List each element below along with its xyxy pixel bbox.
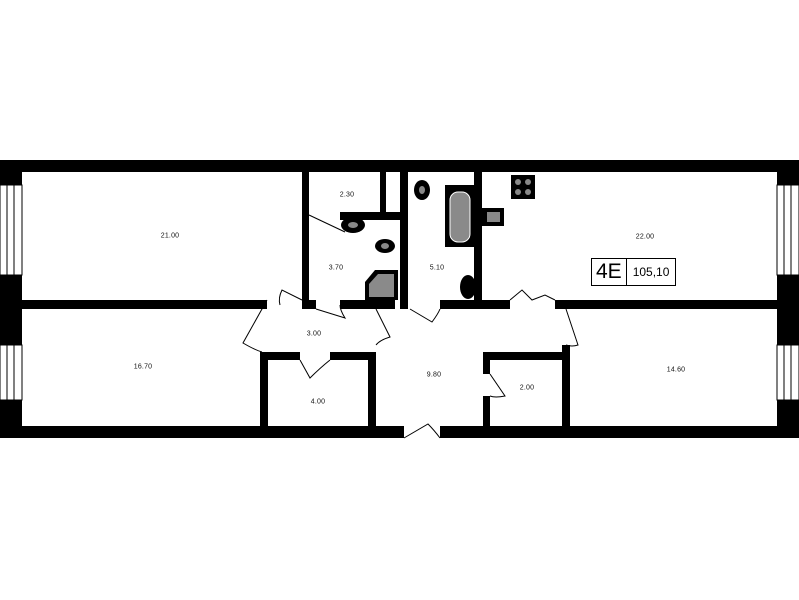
kitchen-sink-icon: [482, 208, 504, 226]
sink-icon: [341, 217, 476, 299]
window-left-top: [0, 184, 23, 276]
room-area-label: 3.70: [328, 264, 344, 272]
room-area-label: 9.80: [426, 371, 442, 379]
apartment-type: 4E: [592, 259, 627, 285]
room-area-label: 2.00: [519, 384, 535, 392]
window-right-top: [776, 184, 799, 276]
room-area-label: 5.10: [429, 264, 445, 272]
room-area-label: 3.00: [306, 330, 322, 338]
toilet-icon: [375, 180, 430, 253]
room-area-label: 2.30: [339, 191, 355, 199]
vent-openings: [388, 178, 396, 200]
shower-icon: [365, 270, 398, 300]
room-area-label: 4.00: [310, 398, 326, 406]
apartment-badge: 4E 105,10: [591, 258, 677, 286]
bathtub-icon: [445, 185, 475, 247]
room-area-label: 16.70: [133, 363, 153, 371]
room-area-label: 14.60: [666, 366, 686, 374]
doors[interactable]: [242, 214, 579, 439]
walls: [0, 160, 799, 438]
window-right-bottom: [776, 344, 799, 401]
room-area-label: 21.00: [160, 232, 180, 240]
room-area-label: 22.00: [635, 233, 655, 241]
window-left-bottom: [0, 344, 23, 401]
apartment-total-area: 105,10: [632, 265, 670, 279]
stove-icon: [511, 175, 535, 199]
